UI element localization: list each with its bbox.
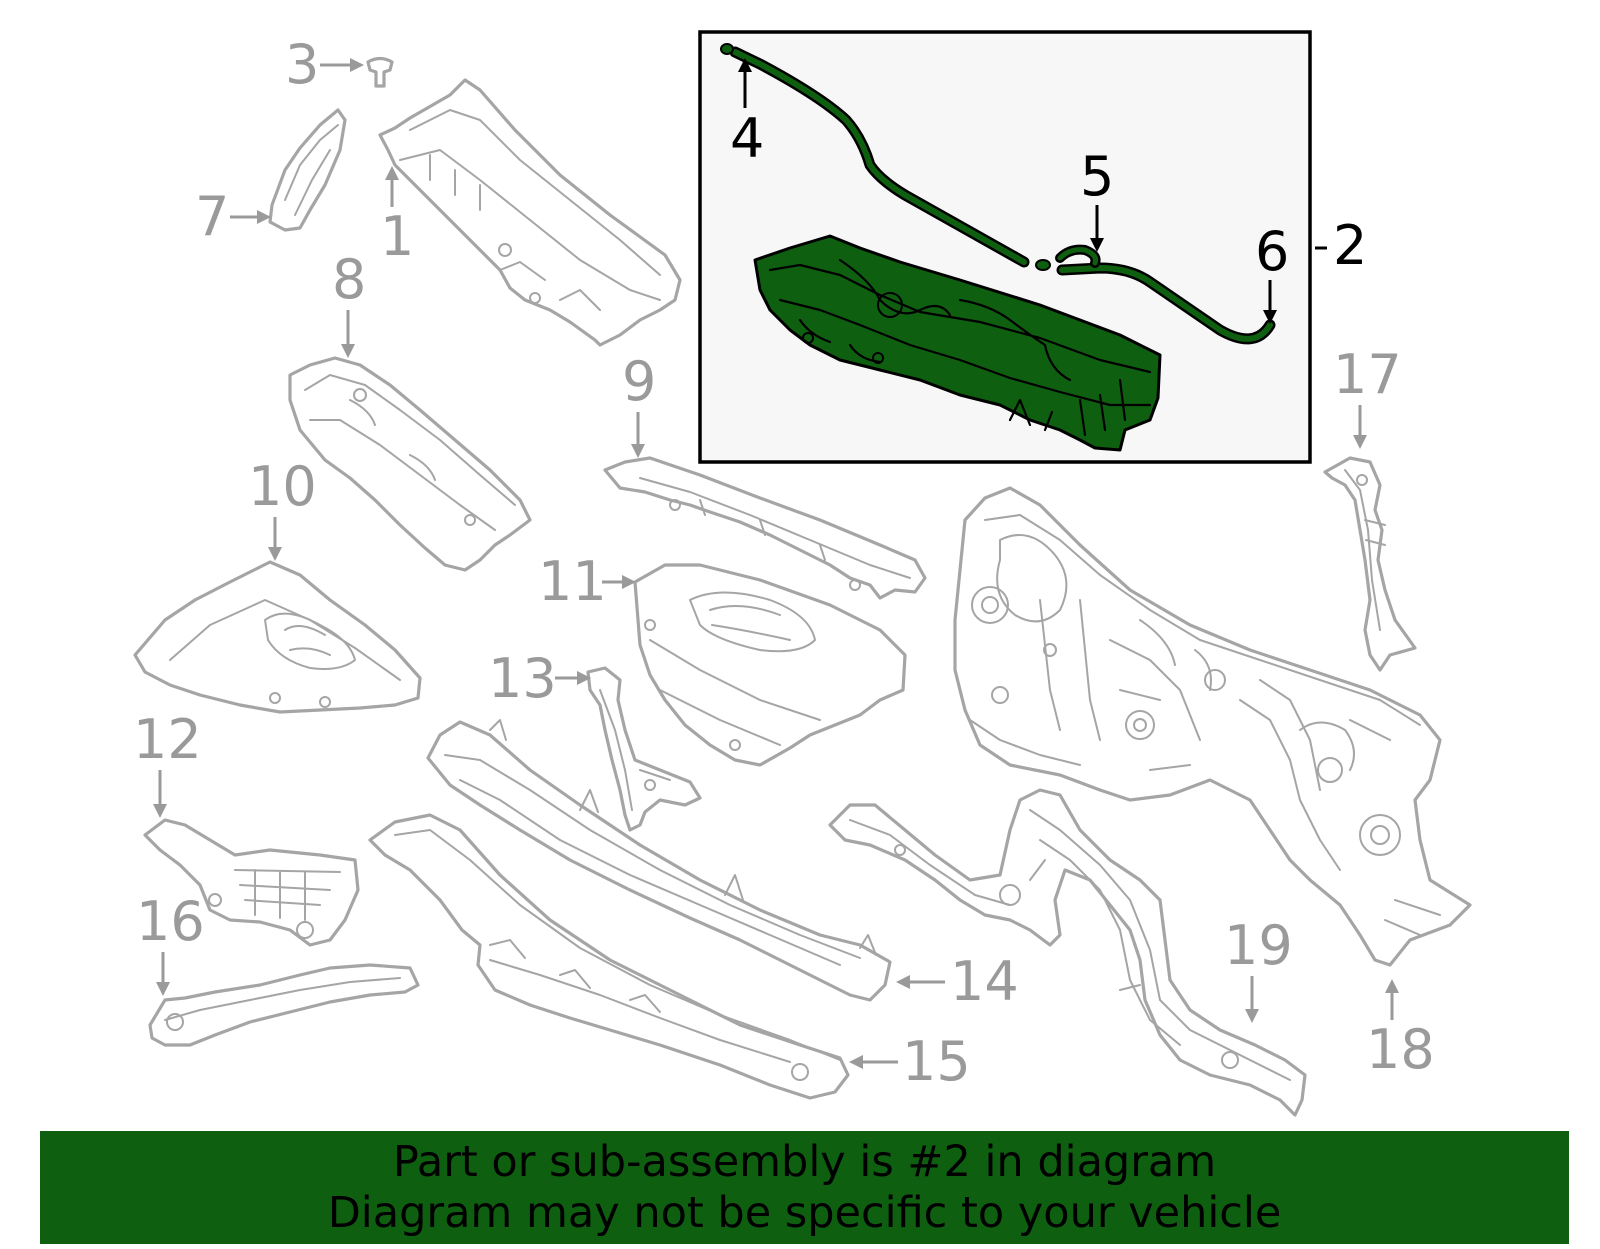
callout-9: 9	[622, 350, 656, 413]
part-8[interactable]	[288, 356, 532, 572]
callout-18: 18	[1366, 1018, 1435, 1081]
part-19[interactable]	[828, 788, 1307, 1117]
callout-13: 13	[488, 647, 557, 710]
part-15[interactable]	[368, 813, 850, 1100]
drain-hose[interactable]	[720, 43, 1276, 345]
callout-4: 4	[730, 107, 764, 170]
callout-2: 2	[1333, 214, 1367, 277]
part-16[interactable]	[148, 963, 420, 1047]
cowl-panel-highlighted[interactable]	[753, 234, 1162, 452]
callout-10: 10	[248, 455, 317, 518]
part-17[interactable]	[1323, 456, 1417, 672]
part-3[interactable]	[366, 56, 394, 88]
callout-6: 6	[1255, 220, 1289, 283]
callout-1: 1	[380, 205, 414, 268]
part-13[interactable]	[586, 666, 702, 832]
callout-14: 14	[950, 950, 1019, 1013]
part-1[interactable]	[378, 78, 682, 347]
gray-leaders	[153, 58, 1399, 1069]
highlight-leaders	[738, 58, 1327, 324]
callout-15: 15	[902, 1030, 971, 1093]
callout-labels: 1 2 3 4 5 6 7 8 9 10 11 12 13 14 15 16 1…	[133, 33, 1435, 1093]
callout-7: 7	[195, 185, 229, 248]
callout-8: 8	[332, 248, 366, 311]
part-7[interactable]	[268, 108, 347, 232]
info-banner: Part or sub-assembly is #2 in diagram Di…	[40, 1131, 1569, 1244]
part-9[interactable]	[603, 456, 927, 600]
part-14[interactable]	[426, 719, 892, 1002]
callout-5: 5	[1080, 145, 1114, 208]
part-12[interactable]	[143, 818, 360, 947]
banner-line-1: Part or sub-assembly is #2 in diagram	[392, 1136, 1217, 1187]
callout-16: 16	[136, 890, 205, 953]
banner-line-2: Diagram may not be specific to your vehi…	[327, 1187, 1282, 1238]
callout-17: 17	[1333, 343, 1402, 406]
callout-19: 19	[1224, 914, 1293, 977]
part-18[interactable]	[953, 486, 1472, 967]
callout-11: 11	[538, 550, 607, 613]
callout-12: 12	[133, 708, 202, 771]
callout-3: 3	[285, 33, 319, 96]
part-10[interactable]	[133, 560, 422, 714]
part-11[interactable]	[633, 563, 907, 767]
